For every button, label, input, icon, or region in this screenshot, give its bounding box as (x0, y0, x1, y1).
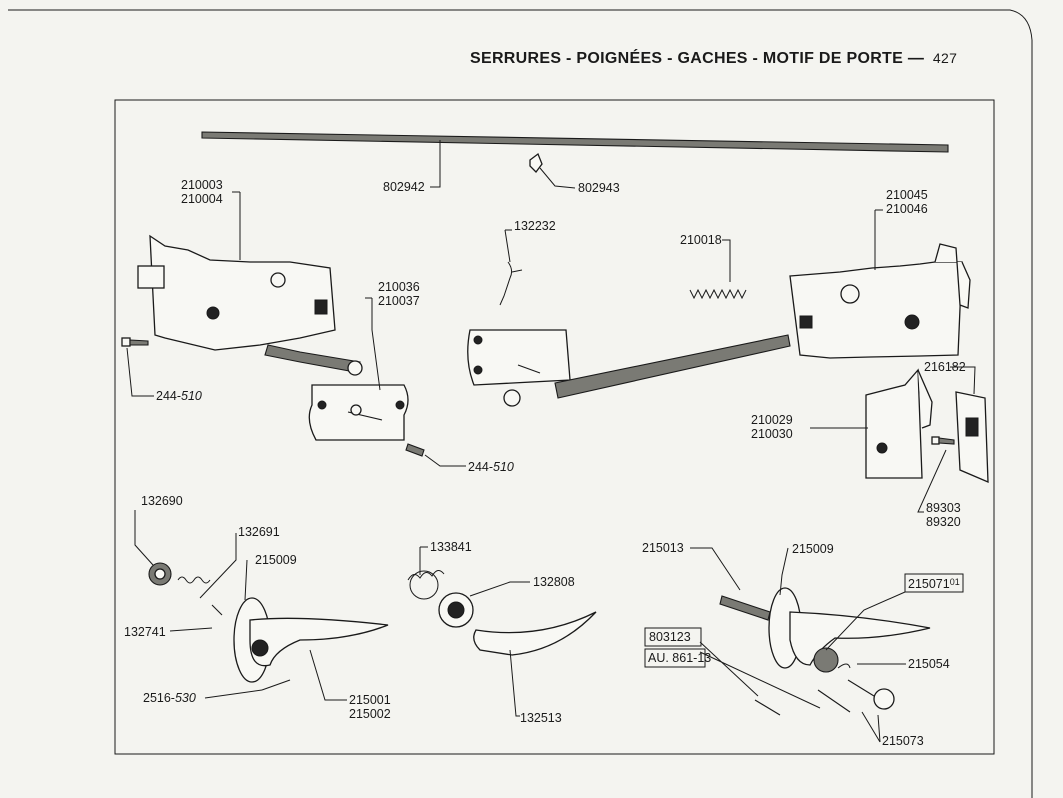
handle-parts-center (407, 546, 597, 717)
label-210018: 210018 (680, 233, 722, 247)
spring-210018 (689, 239, 747, 300)
striker-210029 (810, 368, 933, 479)
label-210036: 210036 (378, 280, 420, 294)
label-89320: 89320 (926, 515, 961, 529)
label-210046: 210046 (886, 202, 928, 216)
label-216182: 216182 (924, 360, 966, 374)
rod-802942 (201, 131, 949, 188)
label-au-861-13: AU. 861-13 (648, 651, 711, 665)
remote-control-210036 (308, 297, 409, 441)
label-132808: 132808 (533, 575, 575, 589)
diagram-frame (114, 99, 995, 755)
label-210029: 210029 (751, 413, 793, 427)
lock-210003 (137, 191, 363, 376)
box-803123 (644, 627, 702, 647)
label-132513: 132513 (520, 711, 562, 725)
label-215001: 215001 (349, 693, 391, 707)
label-215054: 215054 (908, 657, 950, 671)
sheet-edge (8, 9, 1033, 798)
label-2516-530: 2516-530 (143, 691, 196, 705)
label-89303: 89303 (926, 501, 961, 515)
label-210003: 210003 (181, 178, 223, 192)
screw-244-510-left (121, 337, 154, 397)
screw-244-510-right (405, 443, 466, 467)
label-803123: 803123 (649, 630, 691, 644)
label-210030: 210030 (751, 427, 793, 441)
label-215009-left: 215009 (255, 553, 297, 567)
label-210045: 210045 (886, 188, 928, 202)
label-215071: 21507101 (908, 577, 960, 591)
page-number: 427 (932, 50, 958, 66)
plate-216182 (950, 366, 989, 484)
label-132232: 132232 (514, 219, 556, 233)
clip-132232 (499, 229, 523, 306)
label-132741: 132741 (124, 625, 166, 639)
box-215071 (904, 573, 964, 593)
label-210037: 210037 (378, 294, 420, 308)
clip-802943 (529, 152, 576, 189)
label-244-510-right: 244-510 (468, 460, 514, 474)
label-215002: 215002 (349, 707, 391, 721)
label-215013: 215013 (642, 541, 684, 555)
page-header: SERRURES - POIGNÉES - GACHES - MOTIF DE … (470, 50, 957, 68)
label-132691: 132691 (238, 525, 280, 539)
label-210004: 210004 (181, 192, 223, 206)
label-244-510-left: 244-510 (156, 389, 202, 403)
handle-assembly-left (134, 510, 389, 701)
lock-210045 (789, 209, 971, 359)
label-215073: 215073 (882, 734, 924, 748)
box-au-861-13 (644, 648, 706, 668)
handle-assembly-right (690, 547, 931, 743)
remote-control-center (467, 329, 791, 407)
label-802943: 802943 (578, 181, 620, 195)
label-802942: 802942 (383, 180, 425, 194)
screw-89303 (917, 436, 955, 513)
label-132690: 132690 (141, 494, 183, 508)
label-133841: 133841 (430, 540, 472, 554)
page-title: SERRURES - POIGNÉES - GACHES - MOTIF DE … (470, 50, 925, 67)
label-215009-right: 215009 (792, 542, 834, 556)
